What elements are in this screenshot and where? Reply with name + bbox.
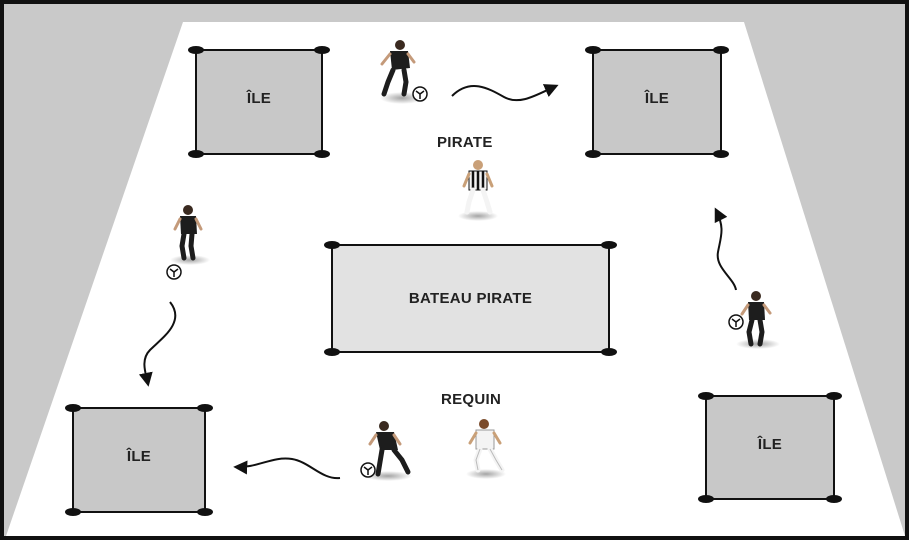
island-label-bottom-left: ÎLE [126,448,152,465]
player-with-ball-icon [380,40,428,104]
island-top-left [195,49,323,155]
cone-marker-icon [713,150,729,158]
shark-player-icon [466,419,506,479]
cone-marker-icon [65,404,81,412]
pirate-label: PIRATE [437,134,493,151]
cone-marker-icon [713,46,729,54]
shark-label: REQUIN [441,391,502,408]
cone-marker-icon [314,150,330,158]
curved-arrow-icon [714,207,737,291]
player-with-ball-icon [728,291,780,349]
cone-marker-icon [324,348,340,356]
cone-marker-icon [585,150,601,158]
curved-arrow-icon [233,457,341,480]
cone-marker-icon [601,241,617,249]
cone-marker-icon [324,241,340,249]
cone-marker-icon [698,495,714,503]
island-label-bottom-right: ÎLE [757,436,783,453]
island-label-top-right: ÎLE [644,90,670,107]
pirate-boat-zone [331,244,610,353]
island-label-top-left: ÎLE [246,90,272,107]
cone-marker-icon [314,46,330,54]
cone-marker-icon [188,150,204,158]
pirate-boat-label: BATEAU PIRATE [408,290,533,307]
cone-markers [65,46,842,516]
cone-marker-icon [826,392,842,400]
cone-marker-icon [188,46,204,54]
cone-marker-icon [585,46,601,54]
cone-marker-icon [197,508,213,516]
pirate-player-icon [458,160,498,221]
island-top-right [592,49,722,155]
curved-arrow-icon [451,84,559,102]
cone-marker-icon [65,508,81,516]
player-with-ball-icon [360,421,412,481]
cone-marker-icon [197,404,213,412]
island-bottom-right [705,395,835,500]
cone-marker-icon [826,495,842,503]
island-bottom-left [72,407,206,513]
cone-marker-icon [601,348,617,356]
curved-arrow-icon [138,301,177,387]
player-with-ball-icon [166,205,210,280]
cone-marker-icon [698,392,714,400]
